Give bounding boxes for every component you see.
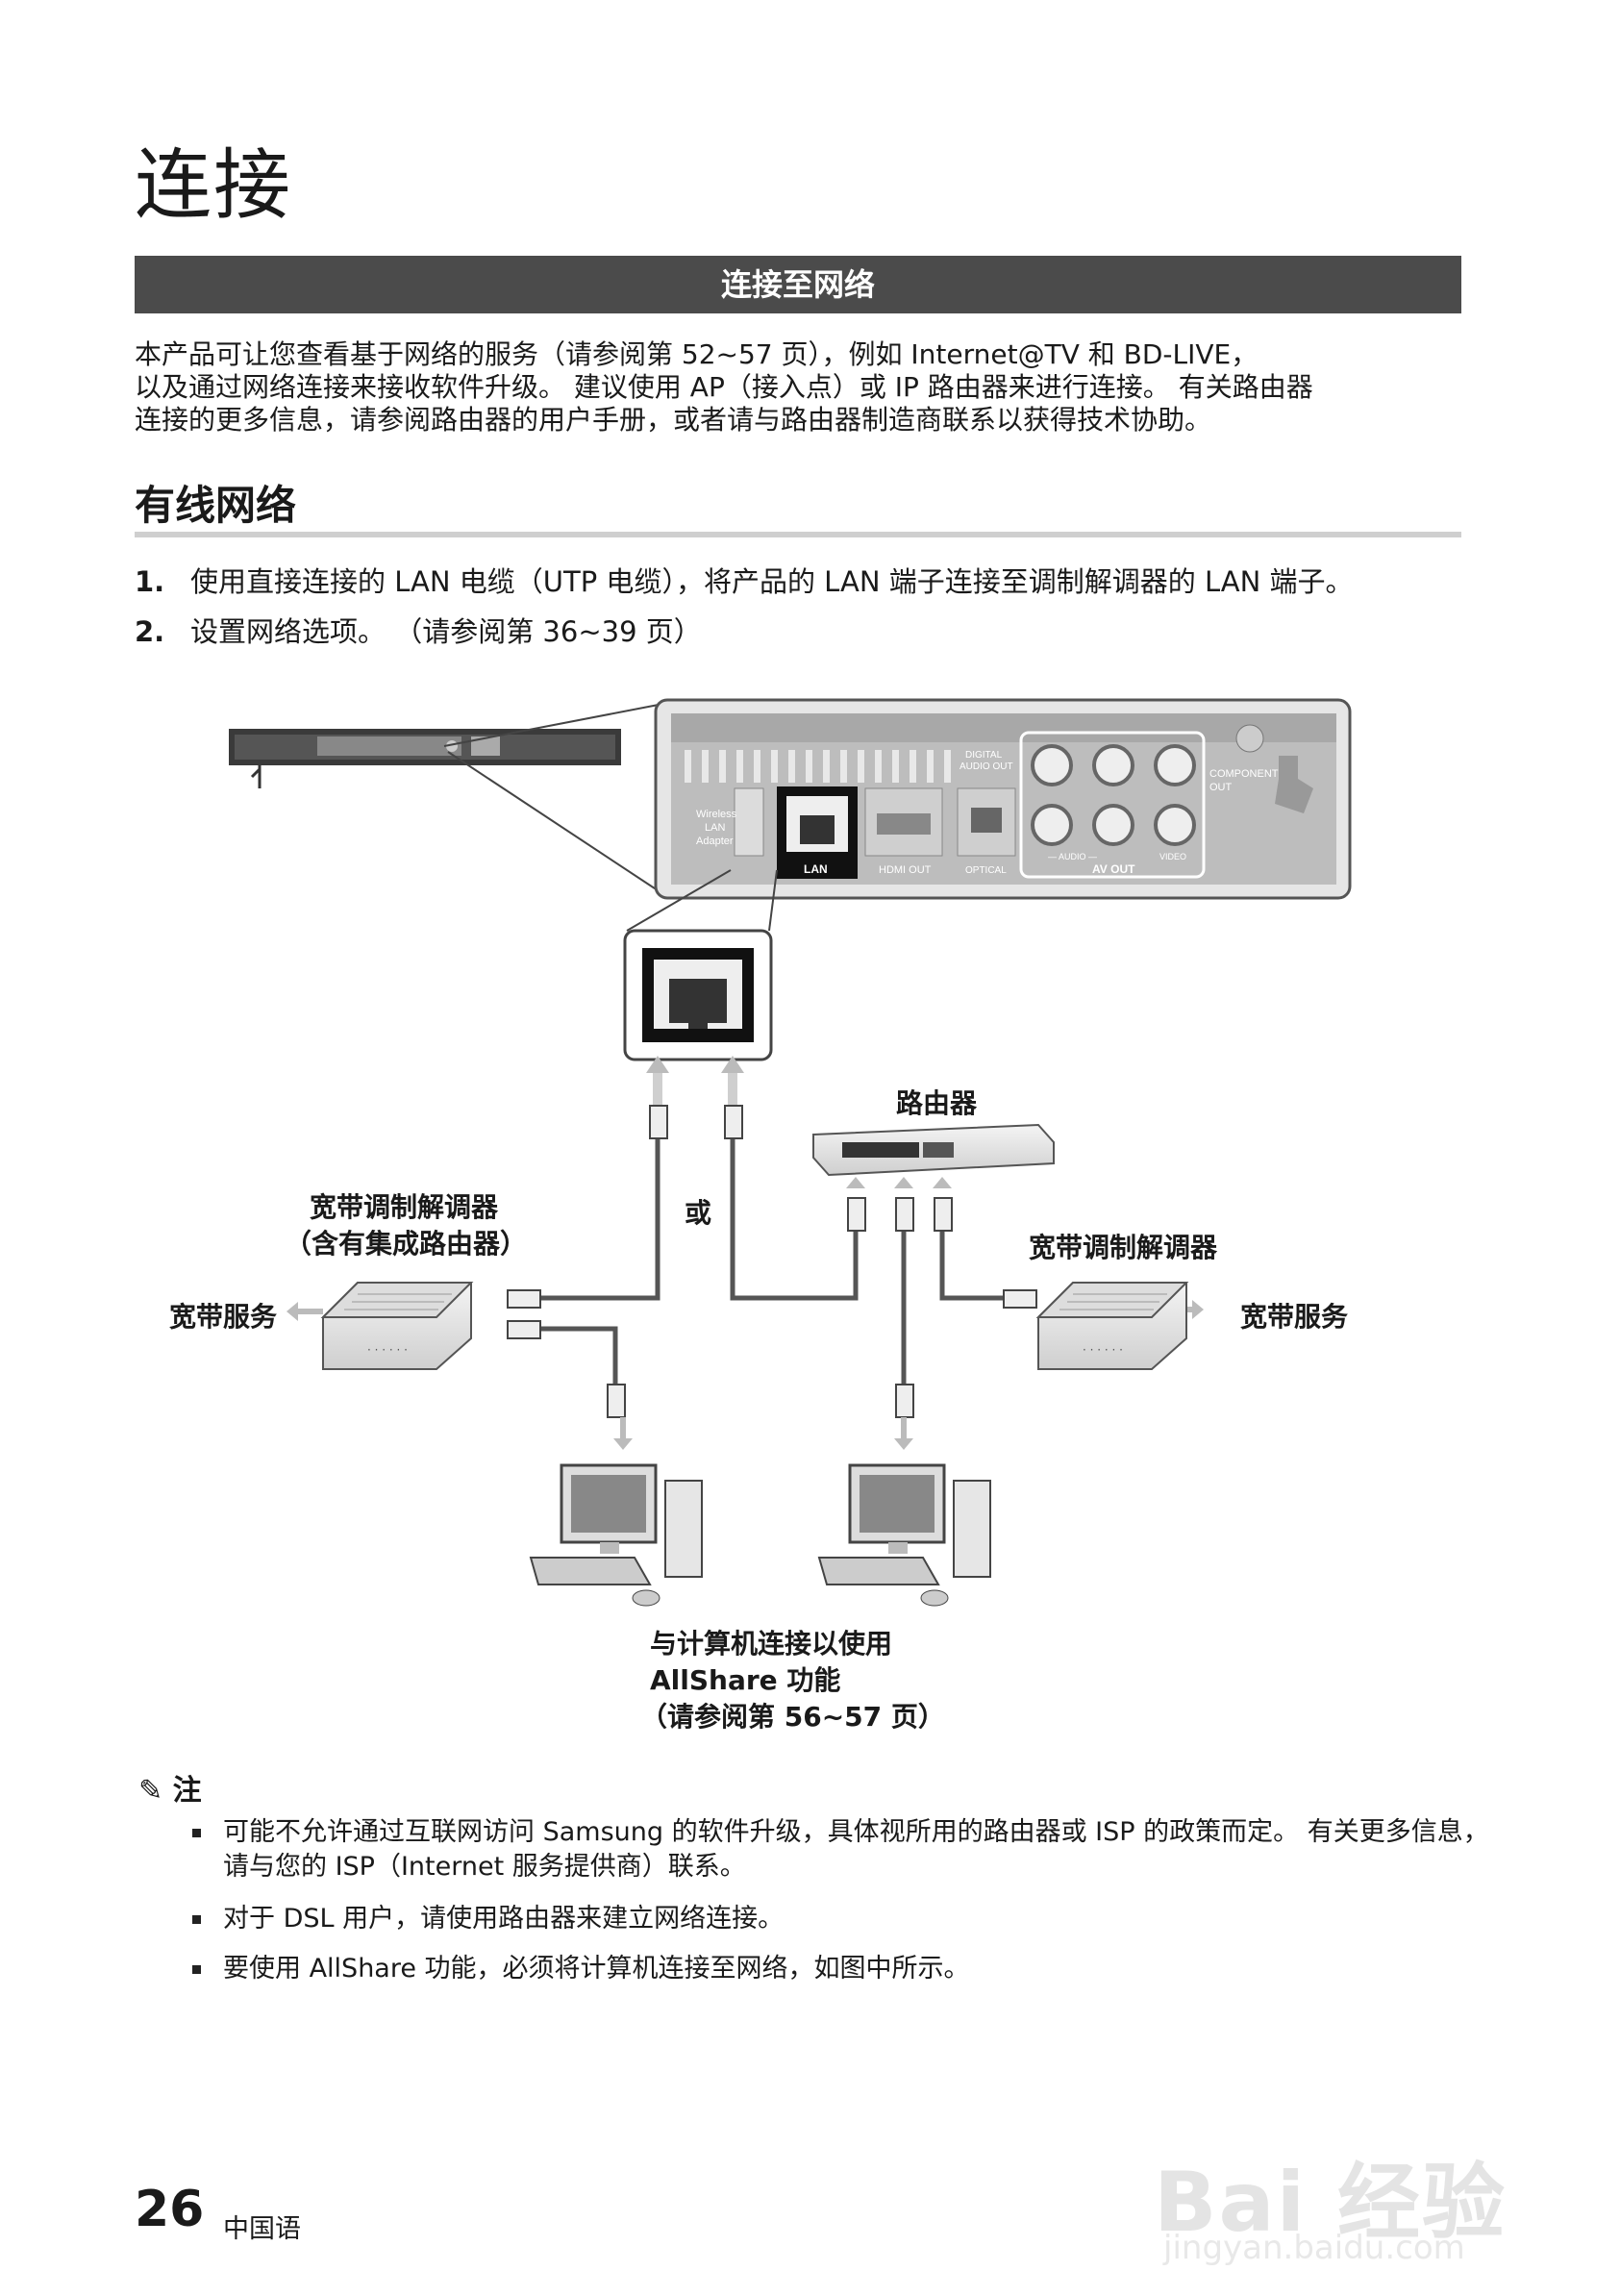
modem-right-label: 宽带调制解调器 — [1029, 1232, 1218, 1263]
bullet-icon — [192, 1915, 201, 1924]
step-number: 1. — [135, 565, 165, 598]
note-text-2: 对于 DSL 用户，请使用路由器来建立网络连接。 — [223, 1904, 785, 1934]
pc-caption-2: AllShare 功能 — [650, 1664, 841, 1696]
sub-heading: 有线网络 — [135, 482, 297, 529]
modem-left: · · · · · · — [320, 1282, 474, 1370]
panel-wireless-3: Adapter — [696, 836, 734, 847]
page-language: 中国语 — [223, 2214, 301, 2244]
panel-component-2: OUT — [1209, 782, 1233, 793]
panel-video-label: VIDEO — [1159, 852, 1186, 861]
pencil-icon: ✎ — [138, 1774, 163, 1808]
note-item-3: 要使用 AllShare 功能，必须将计算机连接至网络，如图中所示。 — [192, 1952, 970, 1986]
note-text-1a: 可能不允许通过互联网访问 Samsung 的软件升级，具体视所用的路由器或 IS… — [223, 1817, 1489, 1847]
baidu-watermark: Bai 经验 — [1154, 2155, 1508, 2251]
page-title: 连接 — [135, 140, 292, 230]
intro-line-2: 以及通过网络连接来接收软件升级。 建议使用 AP（接入点）或 IP 路由器来进行… — [135, 371, 1313, 403]
note-item-1: 可能不允许通过互联网访问 Samsung 的软件升级，具体视所用的路由器或 IS… — [192, 1815, 1489, 1884]
player-rear-panel — [229, 729, 621, 788]
note-item-2: 对于 DSL 用户，请使用路由器来建立网络连接。 — [192, 1902, 784, 1936]
step-number: 2. — [135, 615, 165, 648]
baidu-watermark-url: jingyan.baidu.com — [1163, 2229, 1465, 2267]
pc-caption-3: （请参阅第 56~57 页） — [640, 1701, 945, 1733]
panel-optical-label: OPTICAL — [965, 865, 1007, 876]
panel-wireless-2: LAN — [705, 822, 725, 834]
step-1: 1. 使用直接连接的 LAN 电缆（UTP 电缆），将产品的 LAN 端子连接至调… — [135, 560, 1354, 600]
step-text: 设置网络选项。 （请参阅第 36~39 页） — [190, 615, 702, 648]
lan-port-zoom — [623, 869, 778, 1061]
svg-text:· · · · · ·: · · · · · · — [367, 1343, 408, 1357]
note-title: 注 — [172, 1774, 202, 1808]
rj45-plugs — [507, 1105, 1037, 1418]
modem-left-label: 宽带调制解调器 — [309, 1191, 498, 1223]
panel-digital-2: AUDIO OUT — [960, 761, 1013, 772]
zoom-lines — [443, 703, 664, 895]
bullet-icon — [192, 1829, 201, 1837]
step-2: 2. 设置网络选项。 （请参阅第 36~39 页） — [135, 610, 702, 650]
note-heading: ✎ 注 — [138, 1766, 202, 1809]
pc-caption-1: 与计算机连接以使用 — [650, 1628, 893, 1660]
panel-audio-label: — AUDIO — — [1048, 852, 1097, 861]
panel-zoom: Wireless LAN Adapter LAN HDMI OUT DIGITA… — [654, 698, 1352, 900]
panel-hdmi-label: HDMI OUT — [879, 864, 932, 876]
step-text: 使用直接连接的 LAN 电缆（UTP 电缆），将产品的 LAN 端子连接至调制解… — [190, 565, 1354, 598]
sub-heading-rule — [135, 532, 1461, 537]
cables — [538, 1136, 1006, 1385]
cable-arrows — [653, 1069, 737, 1131]
panel-component-1: COMPONENT — [1209, 768, 1279, 780]
note-text-1b: 请与您的 ISP（Internet 服务提供商）联系。 — [223, 1852, 746, 1882]
note-text-3: 要使用 AllShare 功能，必须将计算机连接至网络，如图中所示。 — [223, 1954, 970, 1984]
broadband-right-label: 宽带服务 — [1240, 1301, 1349, 1333]
intro-line-3: 连接的更多信息，请参阅路由器的用户手册，或者请与路由器制造商联系以获得技术协助。 — [135, 404, 1212, 436]
bullet-icon — [192, 1965, 201, 1974]
panel-lan-label: LAN — [804, 862, 828, 876]
broadband-left-label: 宽带服务 — [169, 1301, 278, 1333]
svg-text:· · · · · ·: · · · · · · — [1083, 1343, 1123, 1357]
arrowheads — [287, 1056, 1204, 1450]
modem-left-sublabel: （含有集成路由器） — [285, 1228, 528, 1260]
intro-line-1: 本产品可让您查看基于网络的服务（请参阅第 52~57 页），例如 Interne… — [135, 338, 1259, 370]
or-label: 或 — [685, 1197, 712, 1229]
modem-right: · · · · · · — [1035, 1282, 1189, 1370]
panel-digital-1: DIGITAL — [965, 750, 1003, 761]
panel-avout-label: AV OUT — [1092, 862, 1135, 876]
page-number: 26 — [135, 2181, 205, 2238]
computer-right — [817, 1463, 991, 1607]
section-title-bar: 连接至网络 — [135, 256, 1461, 313]
panel-wireless-1: Wireless — [696, 809, 737, 820]
router-label: 路由器 — [896, 1087, 978, 1119]
router-device — [812, 1123, 1055, 1177]
computer-left — [529, 1463, 703, 1607]
